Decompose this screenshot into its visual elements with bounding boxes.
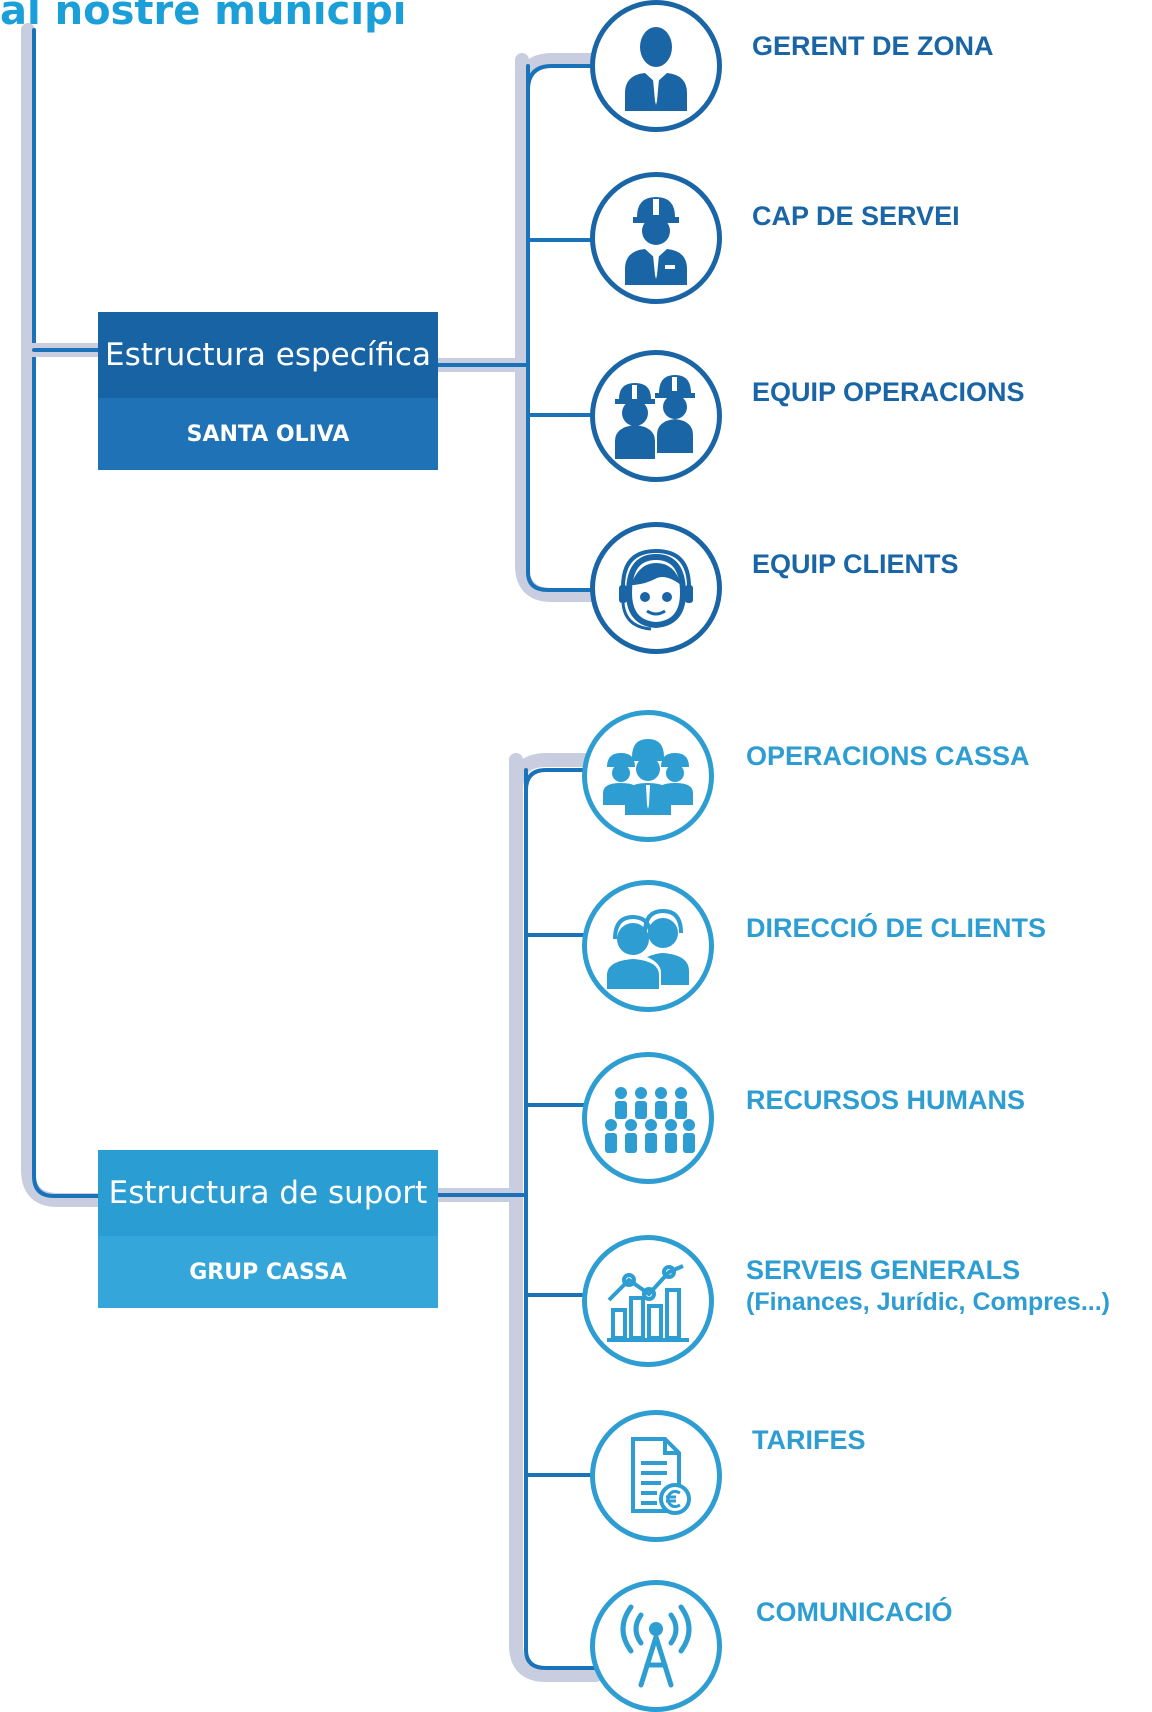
operations-team-icon	[582, 710, 714, 842]
node-direccio-de-clients: DIRECCIÓ DE CLIENTS	[746, 913, 1047, 943]
node-operacions-cassa: OPERACIONS CASSA	[746, 741, 1030, 771]
estructura-especifica-subtitle: SANTA OLIVA	[98, 398, 438, 470]
workers-team-icon	[590, 350, 722, 482]
growth-chart-icon	[582, 1235, 714, 1367]
customer-service-icon	[582, 880, 714, 1012]
node-cap-de-servei: CAP DE SERVEI	[752, 201, 960, 231]
antenna-icon	[590, 1580, 722, 1712]
estructura-suport-title: Estructura de suport	[98, 1150, 438, 1236]
page-title: al nostre municipi	[0, 0, 407, 34]
node-recursos-humans: RECURSOS HUMANS	[746, 1085, 1026, 1115]
headset-agent-icon	[590, 522, 722, 654]
hardhat-manager-icon	[590, 172, 722, 304]
serveis-generals-label: SERVEIS GENERALS	[746, 1255, 1021, 1285]
estructura-especifica-title: Estructura específica	[98, 312, 438, 398]
node-equip-operacions: EQUIP OPERACIONS	[752, 377, 1025, 407]
node-gerent-de-zona: GERENT DE ZONA	[752, 31, 994, 61]
node-serveis-generals: SERVEIS GENERALS (Finances, Jurídic, Com…	[746, 1254, 1110, 1318]
people-group-icon	[582, 1052, 714, 1184]
estructura-suport-subtitle: GRUP CASSA	[98, 1236, 438, 1308]
node-equip-clients: EQUIP CLIENTS	[752, 549, 959, 579]
manager-icon	[590, 0, 722, 132]
invoice-euro-icon	[590, 1410, 722, 1542]
serveis-generals-sublabel: (Finances, Jurídic, Compres...)	[746, 1288, 1110, 1316]
node-comunicacio: COMUNICACIÓ	[756, 1597, 953, 1627]
estructura-especifica-box: Estructura específica SANTA OLIVA	[98, 312, 438, 470]
node-tarifes: TARIFES	[752, 1425, 866, 1455]
estructura-suport-box: Estructura de suport GRUP CASSA	[98, 1150, 438, 1308]
